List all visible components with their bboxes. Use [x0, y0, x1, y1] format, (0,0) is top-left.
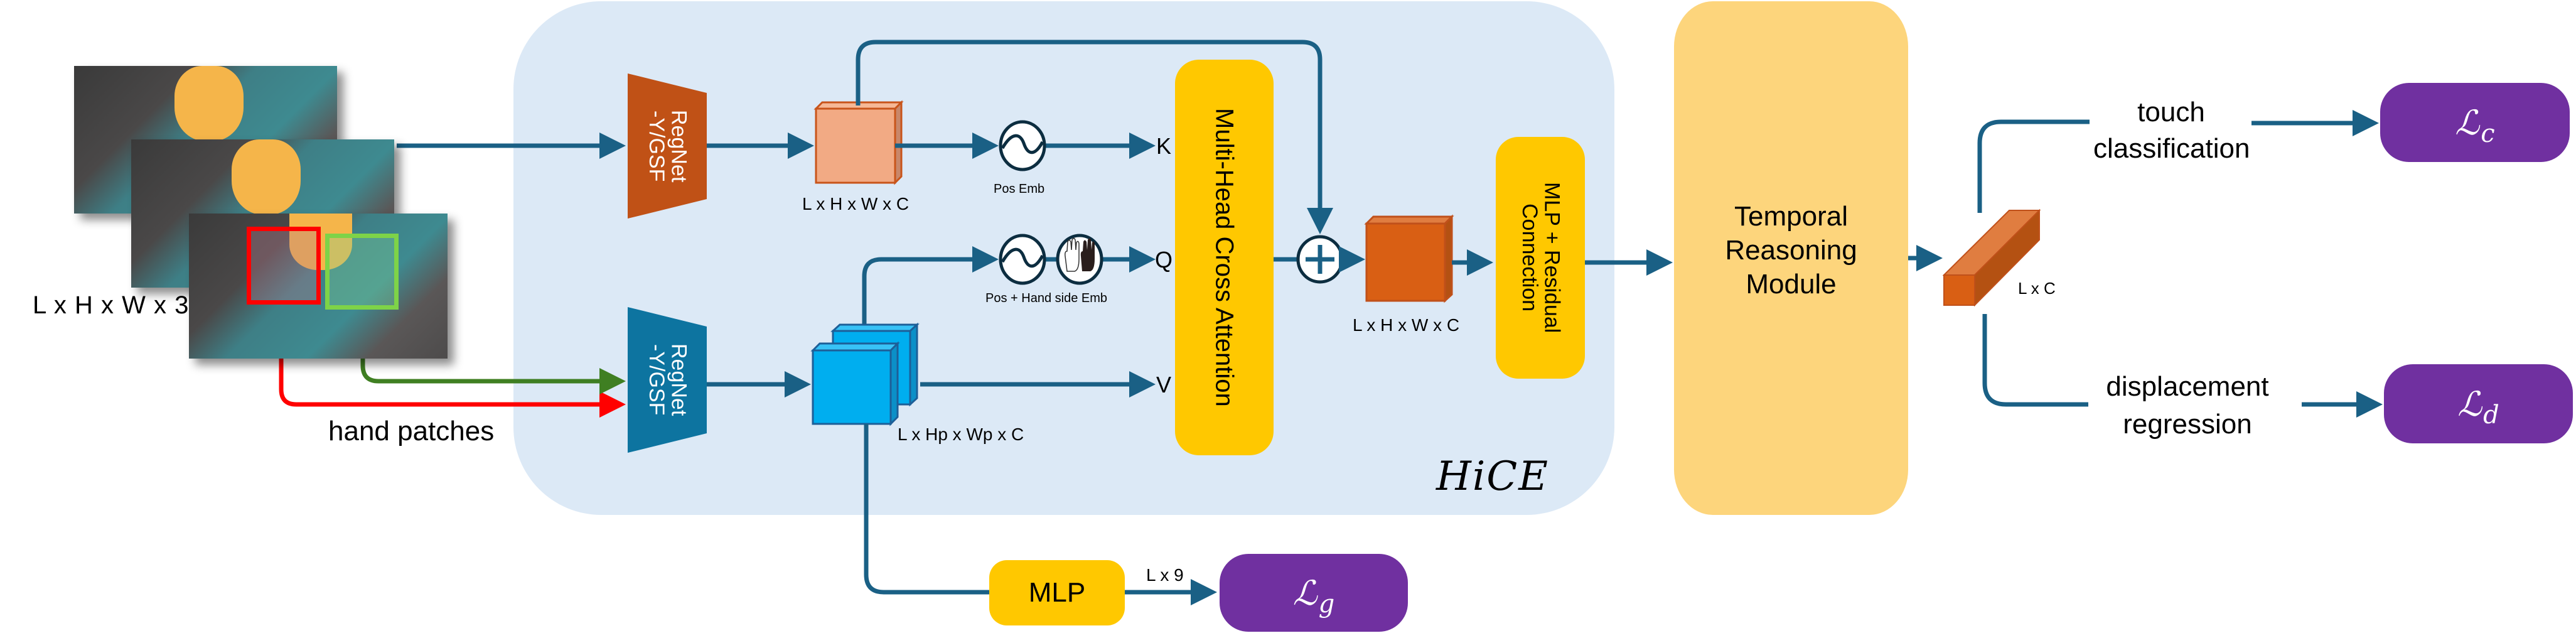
- skip-connection-line: [856, 40, 1333, 234]
- backbone-bottom-label: RegNet-Y/GSF: [628, 307, 707, 453]
- pos-emb-label: Pos Emb: [994, 182, 1045, 196]
- left-hand-box: [247, 227, 321, 305]
- backbone-bottom-trapezoid: [628, 307, 707, 453]
- arrow-patch-to-pos-hand: [862, 246, 999, 331]
- attended-feature-cube: [1364, 214, 1454, 303]
- sum-feature-label: L x H x W x C: [1353, 315, 1460, 335]
- backbone-top-label: RegNet-Y/GSF: [628, 73, 707, 219]
- backbone-top-line2: -Y/GSF: [645, 110, 668, 182]
- temporal-feature-bar: [1942, 208, 2041, 307]
- patch-feature-cubes: [810, 322, 920, 426]
- patch-to-mlp-line: [864, 424, 989, 595]
- displacement-branch-line: [1982, 314, 2088, 407]
- touch-line2: classification: [2093, 133, 2250, 164]
- mlp-residual-line1: MLP + Residual: [1540, 182, 1564, 333]
- loss-symbol: ℒ: [2457, 384, 2482, 424]
- v-label: V: [1156, 372, 1172, 398]
- pos-hand-emb-label: Pos + Hand side Emb: [985, 291, 1107, 305]
- green-hand-patch-line: [360, 306, 626, 394]
- displacement-line2: regression: [2123, 409, 2252, 440]
- cross-attention-box: [1175, 60, 1274, 455]
- pos-emb-icon: [999, 120, 1046, 171]
- backbone-bottom-line1: RegNet: [667, 344, 691, 416]
- red-hand-patch-line: [279, 301, 626, 418]
- frames-shape-label: L x H x W x 3: [33, 291, 190, 319]
- hand-side-emb-icon: [1056, 234, 1103, 285]
- frame-feature-label: L x H x W x C: [802, 194, 910, 214]
- temporal-line3: Module: [1746, 269, 1837, 300]
- q-label: Q: [1155, 247, 1173, 273]
- temporal-module-box: [1674, 1, 1908, 515]
- plus-icon: [1296, 235, 1344, 284]
- patch-feature-label: L x Hp x Wp x C: [898, 425, 1024, 444]
- touch-line1: touch: [2137, 97, 2205, 127]
- backbone-top-line1: RegNet: [667, 109, 691, 183]
- grasp-mlp-box: [989, 560, 1125, 625]
- loss-subscript: d: [2483, 401, 2499, 430]
- pos-emb-q-icon: [999, 234, 1046, 285]
- touch-head-label: touch classification: [2093, 94, 2250, 167]
- backbone-top-trapezoid: [628, 73, 707, 219]
- temporal-feature-label: L x C: [2018, 279, 2056, 298]
- temporal-line1: Temporal: [1734, 201, 1848, 232]
- displacement-head-label: displacement regression: [2090, 368, 2285, 443]
- temporal-line2: Reasoning: [1725, 235, 1857, 266]
- loss-symbol: ℒ: [2455, 102, 2480, 143]
- grasp-mlp-label: MLP: [1028, 577, 1086, 608]
- right-hand-box: [325, 234, 399, 310]
- touch-branch-line: [1977, 119, 2090, 213]
- loss-subscript: g: [1318, 590, 1335, 619]
- video-frame-3: [189, 214, 448, 359]
- mlp-residual-line2: Connection: [1518, 203, 1542, 312]
- displacement-line1: displacement: [2106, 371, 2269, 402]
- loss-symbol: ℒ: [1292, 573, 1318, 613]
- k-label: K: [1156, 133, 1172, 159]
- backbone-bottom-line2: -Y/GSF: [645, 344, 668, 416]
- loss-subscript: c: [2481, 119, 2495, 148]
- cross-attention-label: Multi-Head Cross Attention: [1210, 108, 1238, 407]
- hand-patches-label: hand patches: [328, 416, 495, 446]
- grasp-output-label: L x 9: [1146, 565, 1184, 585]
- frame-feature-cube: [813, 100, 904, 185]
- mlp-residual-box: [1496, 137, 1585, 379]
- temporal-module-label: Temporal Reasoning Module: [1674, 200, 1908, 301]
- hice-module-name: HiCE: [1436, 453, 1549, 500]
